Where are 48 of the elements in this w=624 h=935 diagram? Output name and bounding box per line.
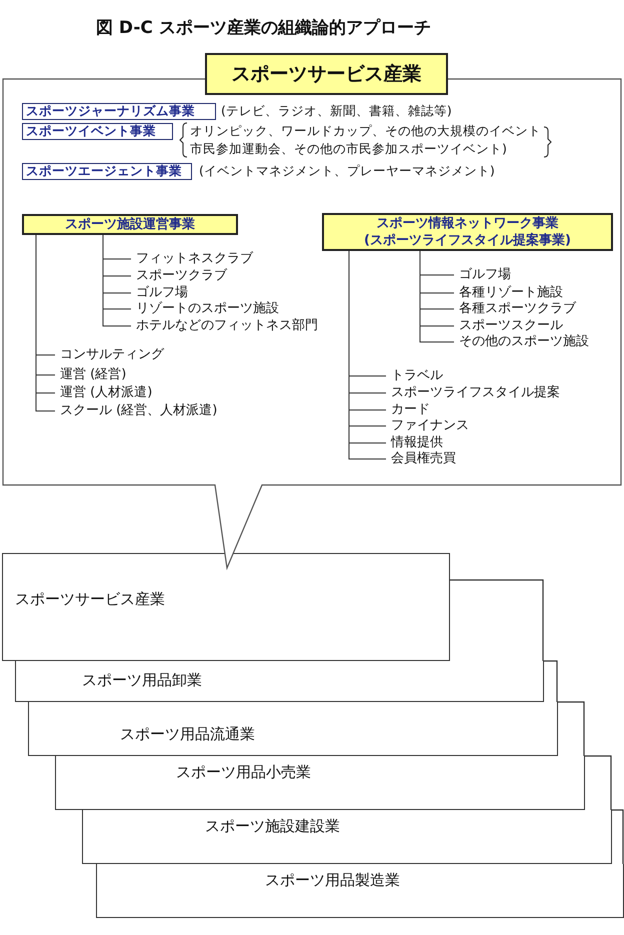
layer-text: スポーツサービス産業 [15,590,165,609]
item-text: スポーツクラブ [131,267,227,285]
note-text: (イベントマネジメント、プレーヤーマネジメント) [199,163,495,179]
box-text: (スポーツライフスタイル提案事業) [364,232,571,249]
item-text: スクール (経営、人材派遣) [55,402,218,420]
business-box: スポーツイベント事業 [22,123,173,140]
layer-text: スポーツ用品製造業 [265,871,400,890]
title: 図 D-C スポーツ産業の組織論的アプローチ [96,17,431,39]
note-text: (テレビ、ラジオ、新聞、書籍、雑誌等) [221,103,452,119]
box-text: スポーツ情報ネットワーク事業 [376,215,558,232]
item-text: 運営 (経営) [55,366,126,384]
item-text: カード [386,401,430,419]
item-text: トラベル [386,367,443,385]
note-text: オリンピック、ワールドカップ、その他の大規模のイベント [190,123,541,139]
industry-layer-box [55,756,585,810]
item-text: リゾートのスポーツ施設 [131,300,279,318]
business-box [322,213,613,251]
item-text: 各種スポーツクラブ [454,300,576,318]
item-text: ホテルなどのフィットネス部門 [131,317,318,335]
item-text: ファイナンス [386,417,469,435]
heading-box: スポーツサービス産業 [205,53,448,95]
item-text: ゴルフ場 [131,284,188,302]
industry-layer-box [15,661,544,702]
item-text: その他のスポーツ施設 [454,333,589,351]
connector-line [420,250,454,342]
industry-layer-box [82,810,612,864]
box-text: スポーツ施設運営事業 [65,216,195,233]
industry-layer-box [2,553,450,661]
item-text: ゴルフ場 [454,266,511,284]
item-text: スポーツスクール [454,317,563,335]
industry-layer-box [28,702,558,756]
business-box: スポーツエージェント事業 [22,163,192,180]
item-text: コンサルティング [55,346,164,364]
layer-text: スポーツ施設建設業 [205,817,340,836]
layer-text: スポーツ用品流通業 [120,725,255,744]
business-box [22,214,238,235]
business-box: スポーツジャーナリズム事業 [22,103,216,120]
layer-text: スポーツ用品卸業 [82,671,202,690]
item-text: 各種リゾート施設 [454,284,563,302]
item-text: 会員権売買 [386,450,456,468]
layer-text: スポーツ用品小売業 [176,763,311,782]
item-text: スポーツライフスタイル提案 [386,384,560,402]
item-text: フィットネスクラブ [131,250,253,268]
item-text: 運営 (人材派遣) [55,384,152,402]
connector-line [102,234,132,326]
note-text: 市民参加運動会、その他の市民参加スポーツイベント) [190,141,507,157]
industry-layer-box [96,864,624,918]
item-text: 情報提供 [386,434,443,452]
